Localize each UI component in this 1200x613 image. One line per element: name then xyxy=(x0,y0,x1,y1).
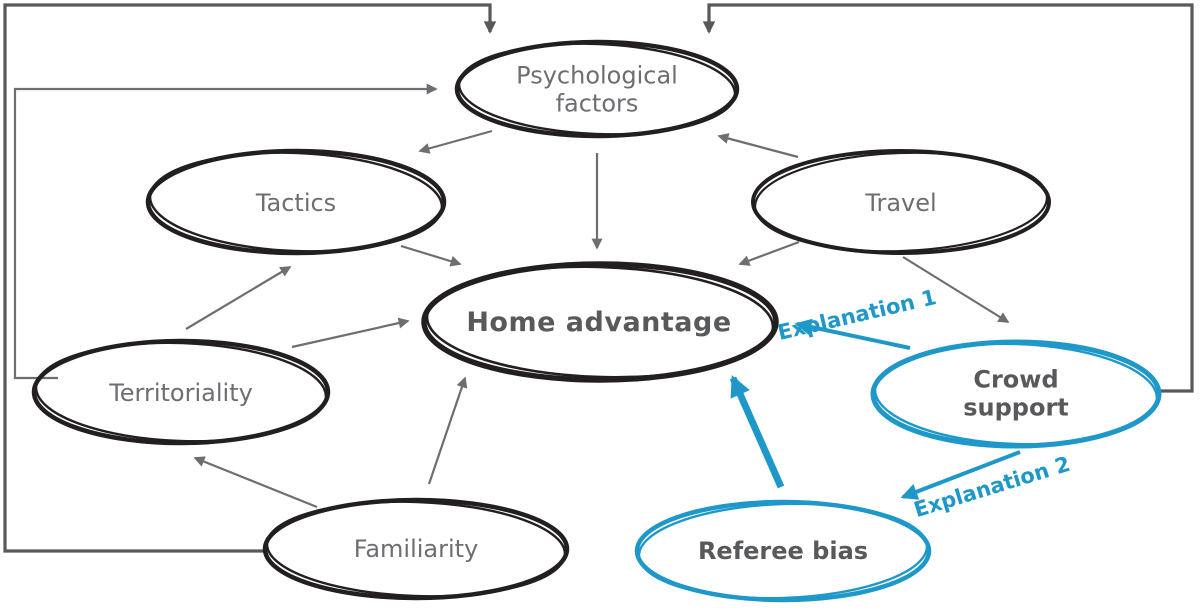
node-label-psychological-factors: Psychological factors xyxy=(516,61,678,118)
arrow-travel-to-crowd-support xyxy=(902,256,1010,323)
node-label-tactics: Tactics xyxy=(255,188,337,217)
arrow-travel-to-psychological xyxy=(717,133,799,159)
node-label-home-advantage: Home advantage xyxy=(466,307,732,339)
arrow-familiarity-to-home-advantage xyxy=(427,376,468,485)
node-ellipse-referee-bias xyxy=(634,499,932,603)
node-ellipse-tactics xyxy=(145,148,447,256)
node-ellipse-home-advantage xyxy=(421,261,779,383)
arrow-territoriality-to-home-advantage xyxy=(291,317,410,349)
arrow-tactics-to-home-advantage xyxy=(400,244,462,267)
arrow-travel-to-home-advantage xyxy=(738,240,800,266)
node-label-travel: Travel xyxy=(865,188,937,217)
arrow-explanation1-crowd-to-home xyxy=(794,318,911,350)
node-ellipse-territoriality xyxy=(31,338,331,446)
arrow-territoriality-to-psychological-bracket xyxy=(13,83,438,380)
node-ellipse-familiarity xyxy=(262,497,570,601)
arrow-referee-bias-to-home-advantage xyxy=(729,375,785,489)
node-ellipse-crowd-support xyxy=(870,339,1162,449)
node-label-referee-bias: Referee bias xyxy=(697,536,869,565)
node-label-crowd-support: Crowd support xyxy=(963,365,1069,422)
node-ellipse-psychological-factors xyxy=(454,39,740,139)
node-ellipse-travel xyxy=(751,149,1051,255)
arrow-crowd-support-to-psychological-outer xyxy=(702,3,1194,393)
arrow-familiarity-to-territoriality xyxy=(193,456,318,509)
arrow-familiarity-to-psychological-outer xyxy=(3,3,497,553)
node-label-familiarity: Familiarity xyxy=(353,534,479,563)
arrow-territoriality-to-tactics xyxy=(185,266,292,330)
node-label-territoriality: Territoriality xyxy=(109,378,253,407)
arrow-explanation2-crowd-to-referee xyxy=(900,450,1021,500)
arrow-psychological-to-tactics xyxy=(418,129,493,154)
